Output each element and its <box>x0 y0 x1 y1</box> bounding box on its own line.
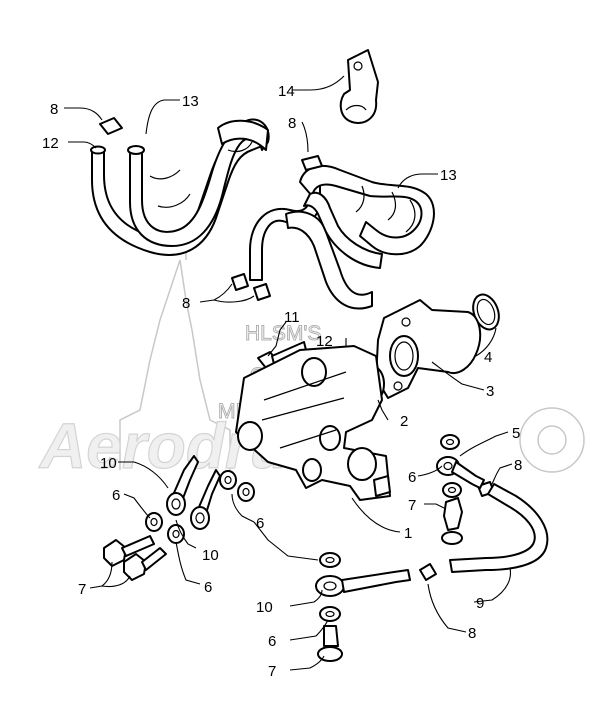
part-10-banjo-bottom <box>315 569 411 597</box>
part-1-oil-pump <box>235 345 391 501</box>
callout-14: 14 <box>278 83 295 100</box>
part-7-bolts <box>103 497 463 662</box>
leader-lines <box>64 75 513 671</box>
part-14-bracket <box>339 49 379 124</box>
callout-6-center: 6 <box>256 515 264 532</box>
callout-13-right: 13 <box>440 167 457 184</box>
callout-8-middle: 8 <box>182 295 190 312</box>
part-13-hose-right <box>299 165 435 269</box>
callout-8-top-right: 8 <box>288 115 296 132</box>
callout-labels: 14 8 13 12 8 13 8 11 12 4 3 2 5 6 8 10 6… <box>42 83 522 680</box>
callout-10-left: 10 <box>100 455 117 472</box>
part-5-banjo-right <box>436 456 485 489</box>
callout-8-right: 8 <box>514 457 522 474</box>
callout-11: 11 <box>284 309 300 326</box>
callout-7-left: 7 <box>78 581 86 598</box>
callout-2: 2 <box>400 413 408 430</box>
part-6-washers <box>145 434 462 622</box>
callout-8-top-left: 8 <box>50 101 58 118</box>
callout-3: 3 <box>486 383 494 400</box>
callout-1: 1 <box>404 525 412 542</box>
part-3-flange <box>375 299 482 399</box>
callout-10-center: 10 <box>202 547 219 564</box>
callout-4: 4 <box>484 349 492 366</box>
callout-12-middle: 12 <box>316 333 333 350</box>
watermark-wheel-hub-icon <box>537 425 567 455</box>
part-10-banjo-left <box>166 455 221 530</box>
callout-7-bottom: 7 <box>268 663 276 680</box>
part-13-hose-left <box>127 118 270 247</box>
part-8-clamps <box>99 117 495 581</box>
callout-5: 5 <box>512 425 520 442</box>
callout-6-left-upper: 6 <box>112 487 120 504</box>
callout-7-right: 7 <box>408 497 416 514</box>
watermark-wheel-icon <box>519 407 585 473</box>
callout-6-left-lower: 6 <box>204 579 212 596</box>
callout-6-bottom: 6 <box>268 633 276 650</box>
callout-9: 9 <box>476 595 484 612</box>
part-9-hose <box>449 483 549 573</box>
callout-8-bottom: 8 <box>468 625 476 642</box>
callout-10-bottom: 10 <box>256 599 273 616</box>
callout-6-right: 6 <box>408 469 416 486</box>
callout-13-left: 13 <box>182 93 199 110</box>
callout-12-left: 12 <box>42 135 59 152</box>
